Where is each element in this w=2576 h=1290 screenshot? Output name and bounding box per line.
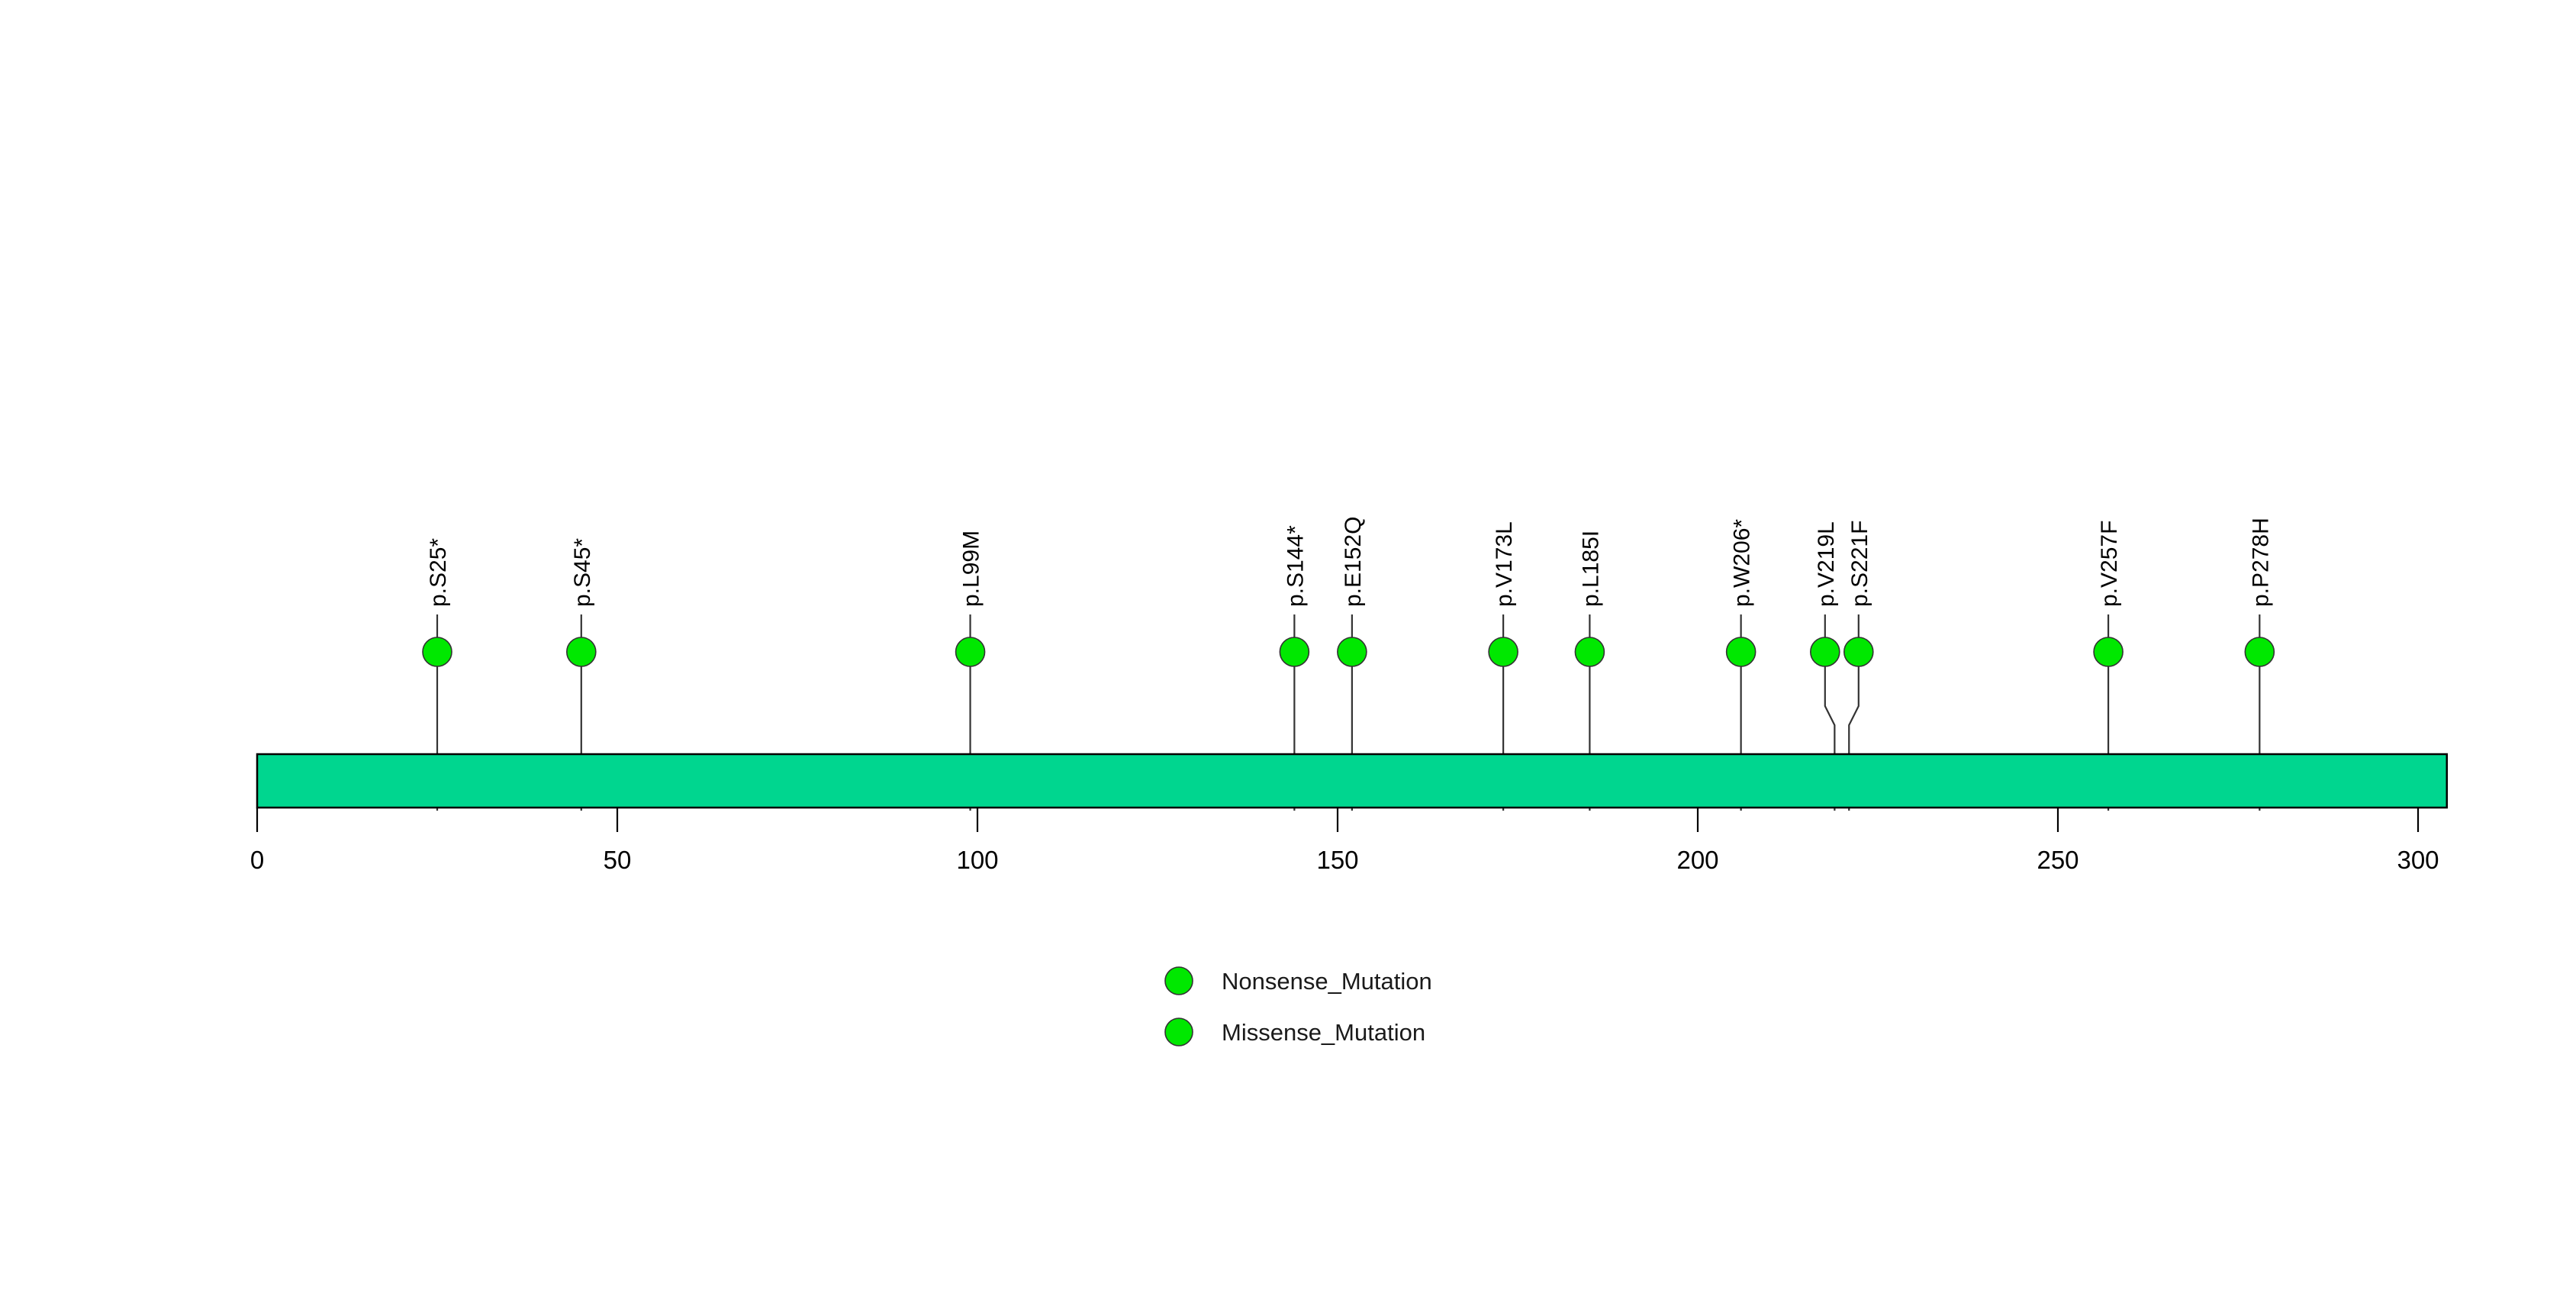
lollipop-marker[interactable]	[565, 637, 597, 667]
protein-domain-bar-group	[256, 753, 2449, 809]
x-axis-tick-label: 250	[2037, 846, 2079, 874]
mutation-label: p.E152Q	[1341, 517, 1366, 607]
mutation-label: p.S25*	[426, 538, 451, 607]
mutation-label: p.W206*	[1730, 519, 1755, 607]
mutation-label: p.V173L	[1492, 521, 1517, 607]
lollipop-marker[interactable]	[955, 637, 986, 667]
mutation-label: p.S221F	[1847, 521, 1872, 607]
lollipop-marker[interactable]	[1725, 637, 1757, 667]
x-axis-tick-label: 100	[956, 846, 998, 874]
mutation-label: p.P278H	[2248, 518, 2273, 607]
x-axis-tick-label: 50	[604, 846, 632, 874]
x-axis-tick-label: 150	[1316, 846, 1358, 874]
mutation-label: p.L99M	[959, 531, 984, 607]
mutation-label: p.L185I	[1578, 531, 1603, 607]
lollipop-markers-group	[422, 637, 2275, 667]
lollipop-marker[interactable]	[1843, 637, 1874, 667]
legend-label: Nonsense_Mutation	[1222, 968, 1432, 995]
mutation-label: p.V219L	[1814, 521, 1839, 607]
protein-backbone-bar	[256, 753, 2449, 809]
lollipop-marker[interactable]	[1488, 637, 1518, 667]
mutation-label: p.S45*	[570, 538, 595, 607]
x-axis-group: 0 50 100 150 200 250 300	[250, 808, 2439, 874]
x-axis-tick-label: 300	[2397, 846, 2439, 874]
lollipop-marker[interactable]	[1279, 637, 1310, 667]
lollipop-marker[interactable]	[1810, 637, 1840, 667]
legend-swatch[interactable]	[1164, 1017, 1193, 1047]
x-axis-tick-label: 200	[1676, 846, 1718, 874]
legend-label: Missense_Mutation	[1222, 1019, 1425, 1046]
lollipop-marker[interactable]	[1337, 637, 1367, 667]
lollipop-marker[interactable]	[2244, 637, 2275, 667]
lollipop-marker[interactable]	[422, 637, 452, 667]
mutation-labels-group: p.S25* p.S45* p.L99M p.S144* p.E152Q p.V173L p…	[426, 517, 2273, 607]
lollipop-marker[interactable]	[1574, 637, 1605, 667]
legend-swatch[interactable]	[1164, 966, 1193, 995]
x-axis-tick-label: 0	[250, 846, 264, 874]
mutation-label: p.V257F	[2097, 521, 2122, 607]
mutation-label: p.S144*	[1283, 525, 1308, 607]
lollipop-marker[interactable]	[2093, 637, 2124, 667]
